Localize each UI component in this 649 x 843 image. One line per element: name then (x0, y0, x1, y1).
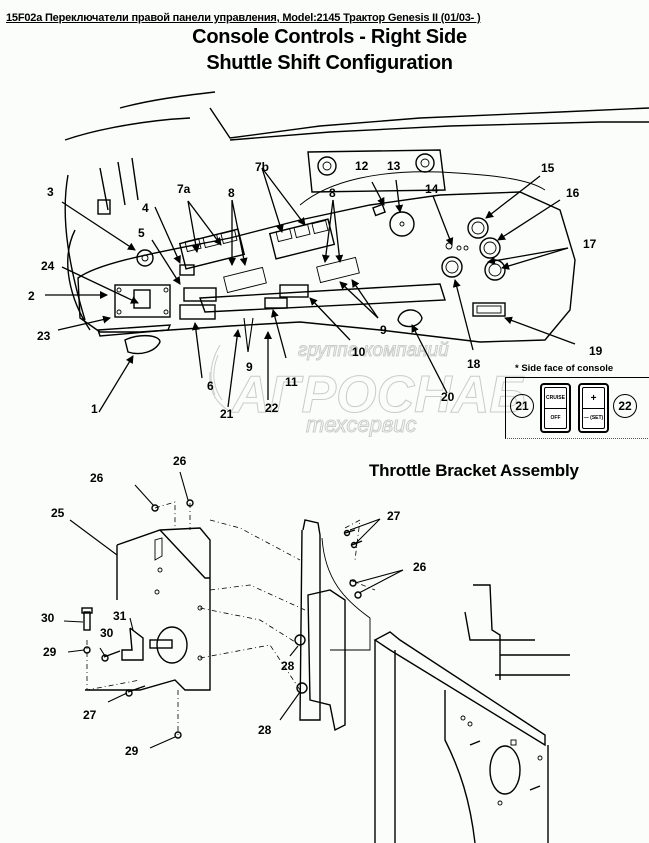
callout-21: 21 (220, 407, 234, 421)
minus-set-label: — (SET) (583, 415, 604, 421)
callout-13: 13 (387, 159, 401, 173)
callout-30b: 30 (100, 626, 114, 640)
callout-11: 11 (285, 375, 298, 389)
watermark-wreath (209, 344, 229, 411)
cruise-label: CRUISE (545, 388, 566, 409)
off-label: OFF (550, 415, 561, 421)
throttle-bracket-drawing (81, 499, 570, 843)
callout-28a: 28 (281, 659, 295, 673)
callout-10: 10 (352, 345, 366, 359)
callout-19: 19 (589, 344, 603, 358)
side-face-note: * Side face of console (515, 363, 614, 374)
callout-15: 15 (541, 161, 555, 175)
callout-7a: 7a (177, 182, 191, 196)
callout-16: 16 (566, 186, 580, 200)
console-arrows (45, 167, 576, 413)
set-plus-minus-switch: + — (SET) (578, 383, 609, 433)
callout-26b: 26 (173, 454, 187, 468)
callout-30a: 30 (41, 611, 55, 625)
callout-2: 2 (28, 289, 35, 303)
callout-7b: 7b (255, 160, 269, 174)
callout-4: 4 (142, 201, 149, 215)
callout-29b: 29 (125, 744, 139, 758)
callout-29a: 29 (43, 645, 57, 659)
callout-3: 3 (47, 185, 54, 199)
callout-20: 20 (441, 390, 455, 404)
switch-bank-7b (268, 218, 360, 284)
callout-17: 17 (583, 237, 597, 251)
console-callouts: 1 2 3 4 5 6 7a 7b 8 8 9 9 10 11 12 13 14… (28, 159, 603, 421)
switch-bank-7a (178, 228, 267, 294)
plus-label: + (583, 388, 604, 409)
callout-18: 18 (467, 357, 481, 371)
callout-26c: 26 (413, 560, 427, 574)
callout-5: 5 (138, 226, 145, 240)
callout-25: 25 (51, 506, 65, 520)
callout-23: 23 (37, 329, 51, 343)
callout-27b: 27 (83, 708, 97, 722)
throttle-arrows (63, 471, 404, 749)
callout-12: 12 (355, 159, 369, 173)
callout-9b: 9 (380, 323, 387, 337)
callout-8b: 8 (329, 186, 336, 200)
callout-22: 22 (265, 401, 279, 415)
cruise-off-switch: CRUISE OFF (540, 383, 571, 433)
callout-24: 24 (41, 259, 55, 273)
diagram-subtitle: Shuttle Shift Configuration (206, 52, 453, 74)
page-header: 15F02a Переключатели правой панели управ… (6, 12, 481, 24)
watermark-line3: техсервис (306, 412, 417, 437)
callout-22-circle: 22 (613, 394, 637, 418)
callout-27a: 27 (387, 509, 401, 523)
callout-8: 8 (228, 186, 235, 200)
callout-9: 9 (246, 360, 253, 374)
console-drawing (64, 91, 649, 355)
watermark: группа компаний АГРОСНАБ техсервис (209, 340, 527, 438)
callout-21-circle: 21 (510, 394, 534, 418)
side-face-inset: 21 CRUISE OFF + — (SET) 22 (505, 377, 649, 439)
diagram-title: Console Controls - Right Side (192, 26, 467, 48)
throttle-callouts: 25 26 26 26 27 27 28 28 29 29 30 30 31 (41, 454, 427, 758)
watermark-line1: группа компаний (298, 340, 449, 361)
callout-28b: 28 (258, 723, 272, 737)
callout-14: 14 (425, 182, 439, 196)
callout-6: 6 (207, 379, 214, 393)
watermark-line2: АГРОСНАБ (230, 366, 526, 424)
throttle-section-title: Throttle Bracket Assembly (369, 461, 579, 480)
callout-31: 31 (113, 609, 127, 623)
callout-26a: 26 (90, 471, 104, 485)
callout-1: 1 (91, 402, 98, 416)
